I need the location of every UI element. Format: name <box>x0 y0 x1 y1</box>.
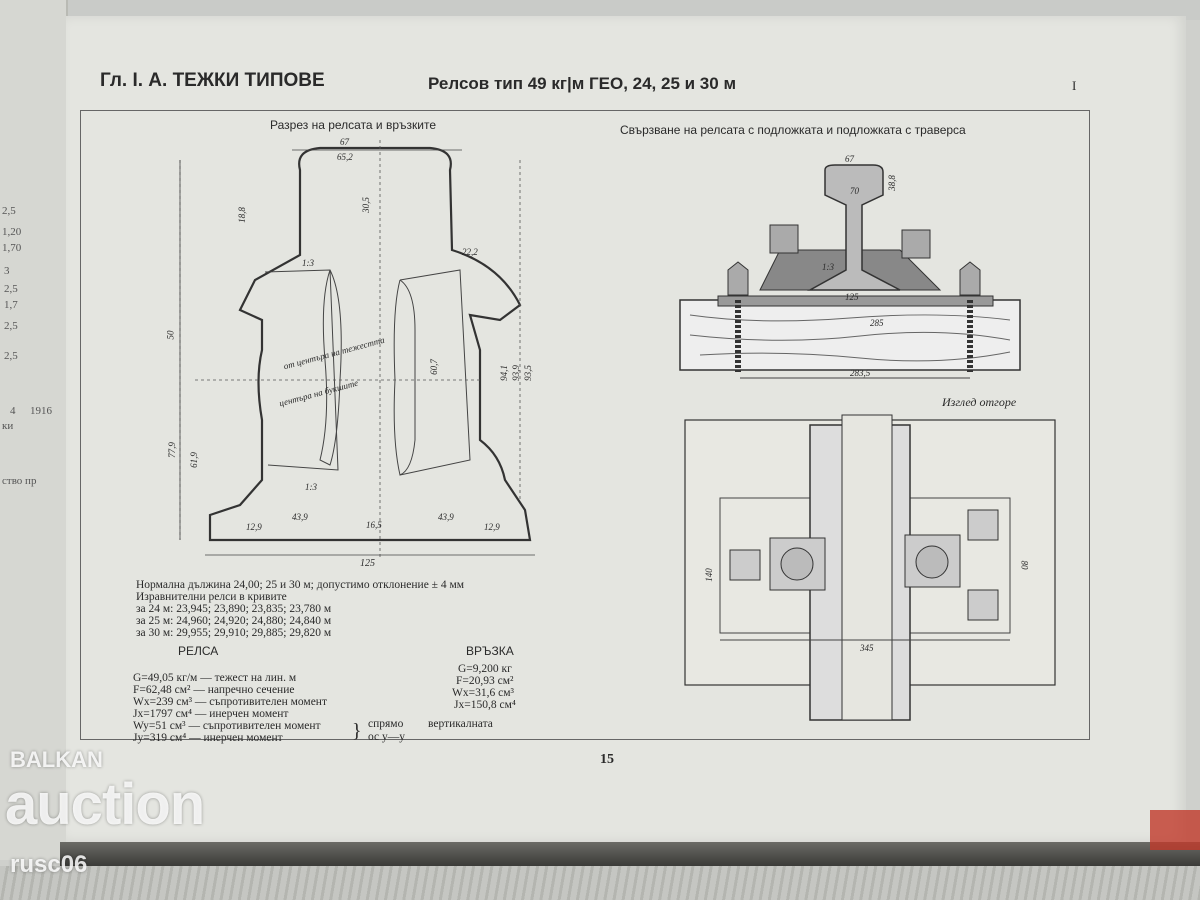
left-page-fragment: 4 <box>10 405 16 417</box>
fastening-prop: Wx=31,6 см³ <box>452 687 514 699</box>
dim-label: 67 <box>340 137 349 147</box>
note-line: Изравнителни релси в кривите <box>136 591 287 603</box>
left-page-fragment: 1,20 <box>2 226 22 238</box>
axis-label: ос y—y <box>368 731 406 743</box>
book-binding <box>60 842 1200 866</box>
watermark-logo: auction <box>5 772 205 837</box>
dim-label: 80 <box>1019 560 1030 570</box>
rail-prop: Jy=319 см⁴ — инерчен момент <box>133 732 283 744</box>
dim-label: 77,9 <box>166 442 177 458</box>
dim-label: 43,9 <box>438 512 454 522</box>
dim-label: 125 <box>845 292 859 302</box>
bolt-nut-right <box>901 229 931 259</box>
rail-prop: Wy=51 см³ — съпротивителен момент <box>133 720 321 732</box>
rail-side <box>807 164 901 291</box>
left-page-fragment: 2,5 <box>2 205 16 217</box>
left-page-fragment: 1,70 <box>2 242 22 254</box>
dim-label: 43,9 <box>292 512 308 522</box>
left-page-fragment: 2,5 <box>4 320 18 332</box>
page-number: 15 <box>600 752 614 767</box>
dim-label: 93,5 <box>522 365 533 381</box>
dim-label: 61,9 <box>188 452 199 468</box>
dim-label: 70 <box>850 186 859 196</box>
dim-label: 65,2 <box>337 152 353 162</box>
screw-head-right <box>959 261 981 296</box>
right-drawing-caption: Свързване на релсата с подложката и подл… <box>620 123 966 137</box>
brace: } <box>352 720 362 742</box>
fastening-prop: Jx=150,8 см⁴ <box>454 699 516 711</box>
screw-head-left <box>727 261 749 296</box>
note-line: за 25 м: 24,960; 24,920; 24,880; 24,840 … <box>136 615 332 627</box>
dim-label: 67 <box>845 154 854 164</box>
web-inner-left <box>319 269 342 466</box>
left-page-fragment: 2,5 <box>4 283 18 295</box>
dim-label: 22,2 <box>462 247 478 257</box>
dim-label: 283,5 <box>850 368 871 378</box>
bolt-nut-left <box>769 224 799 254</box>
sheet-number: I <box>1072 78 1077 93</box>
dim-label: 94,1 <box>498 365 509 381</box>
fastening-prop: F=20,93 см² <box>456 675 514 687</box>
rail-prop: Jx=1797 см⁴ — инерчен момент <box>133 708 289 720</box>
fishplate-left <box>264 269 339 471</box>
rail-prop: G=49,05 кг/м — тежест на лин. м <box>133 672 297 684</box>
left-drawing-caption: Разрез на релсата и връзките <box>270 118 437 132</box>
fastening-top-view <box>684 414 1056 721</box>
left-page-fragment: 3 <box>4 265 10 277</box>
dim-label: 345 <box>860 643 874 653</box>
note-line: за 30 м: 29,955; 29,910; 29,885; 29,820 … <box>136 627 332 639</box>
relative-to-label: спрямо <box>368 718 404 730</box>
dim-label: 12,9 <box>246 522 262 532</box>
watermark-logo: BALKAN <box>10 747 103 772</box>
dim-label: 125 <box>360 558 375 569</box>
left-page-fragment: 2,5 <box>4 350 18 362</box>
dim-label: 93,9 <box>510 365 521 381</box>
left-page-fragment: ки <box>2 420 14 432</box>
dim-label: 38,8 <box>886 175 897 191</box>
dim-label: 60,7 <box>428 359 439 375</box>
rail-heading: РЕЛСА <box>178 644 219 658</box>
vertical-label: вертикалната <box>428 718 493 730</box>
watermark-logo: rusc06 <box>10 851 88 878</box>
dim-label: 18,8 <box>236 207 247 223</box>
dim-label: 1:3 <box>822 262 834 272</box>
dim-label: 30,5 <box>360 197 371 213</box>
left-page-fragment: 1916 <box>30 405 52 417</box>
fishplate-right <box>399 269 471 476</box>
fastening-heading: ВРЪЗКА <box>466 644 514 658</box>
chapter-heading: Гл. I. А. ТЕЖКИ ТИПОВЕ <box>100 70 325 91</box>
left-page-edge: 2,5 1,20 1,70 3 2,5 1,7 2,5 2,5 4 1916 к… <box>0 0 68 860</box>
dim-label: 50 <box>165 330 176 340</box>
background-strip <box>0 0 1200 20</box>
note-line: Нормална дължина 24,00; 25 и 30 м; допус… <box>136 579 465 591</box>
fastening-prop: G=9,200 кг <box>458 663 512 675</box>
left-page-fragment: 1,7 <box>4 299 18 311</box>
dim-label: 1:3 <box>302 258 314 268</box>
rail-prop: F=62,48 см² — напречно сечение <box>133 684 295 696</box>
left-page-fragment: ство пр <box>2 475 37 487</box>
dim-label: 12,9 <box>484 522 500 532</box>
rail-profile-outline <box>208 146 532 542</box>
dim-label: 1:3 <box>305 482 317 492</box>
rail-prop: Wx=239 см³ — съпротивителен момент <box>133 696 327 708</box>
dim-label: 140 <box>703 568 714 582</box>
top-view-caption: Изглед отгоре <box>942 395 1017 409</box>
drawing-frame <box>80 110 1090 740</box>
page-title: Релсов тип 49 кг|м ГЕО, 24, 25 и 30 м <box>428 74 737 93</box>
note-line: за 24 м: 23,945; 23,890; 23,835; 23,780 … <box>136 603 332 615</box>
dim-label: 285 <box>870 318 884 328</box>
web-inner-right <box>393 279 416 476</box>
dim-label: 16,5 <box>366 520 382 530</box>
book-cover-corner <box>1150 810 1200 850</box>
table-surface <box>0 866 1200 900</box>
fastening-side-view <box>679 164 1021 379</box>
